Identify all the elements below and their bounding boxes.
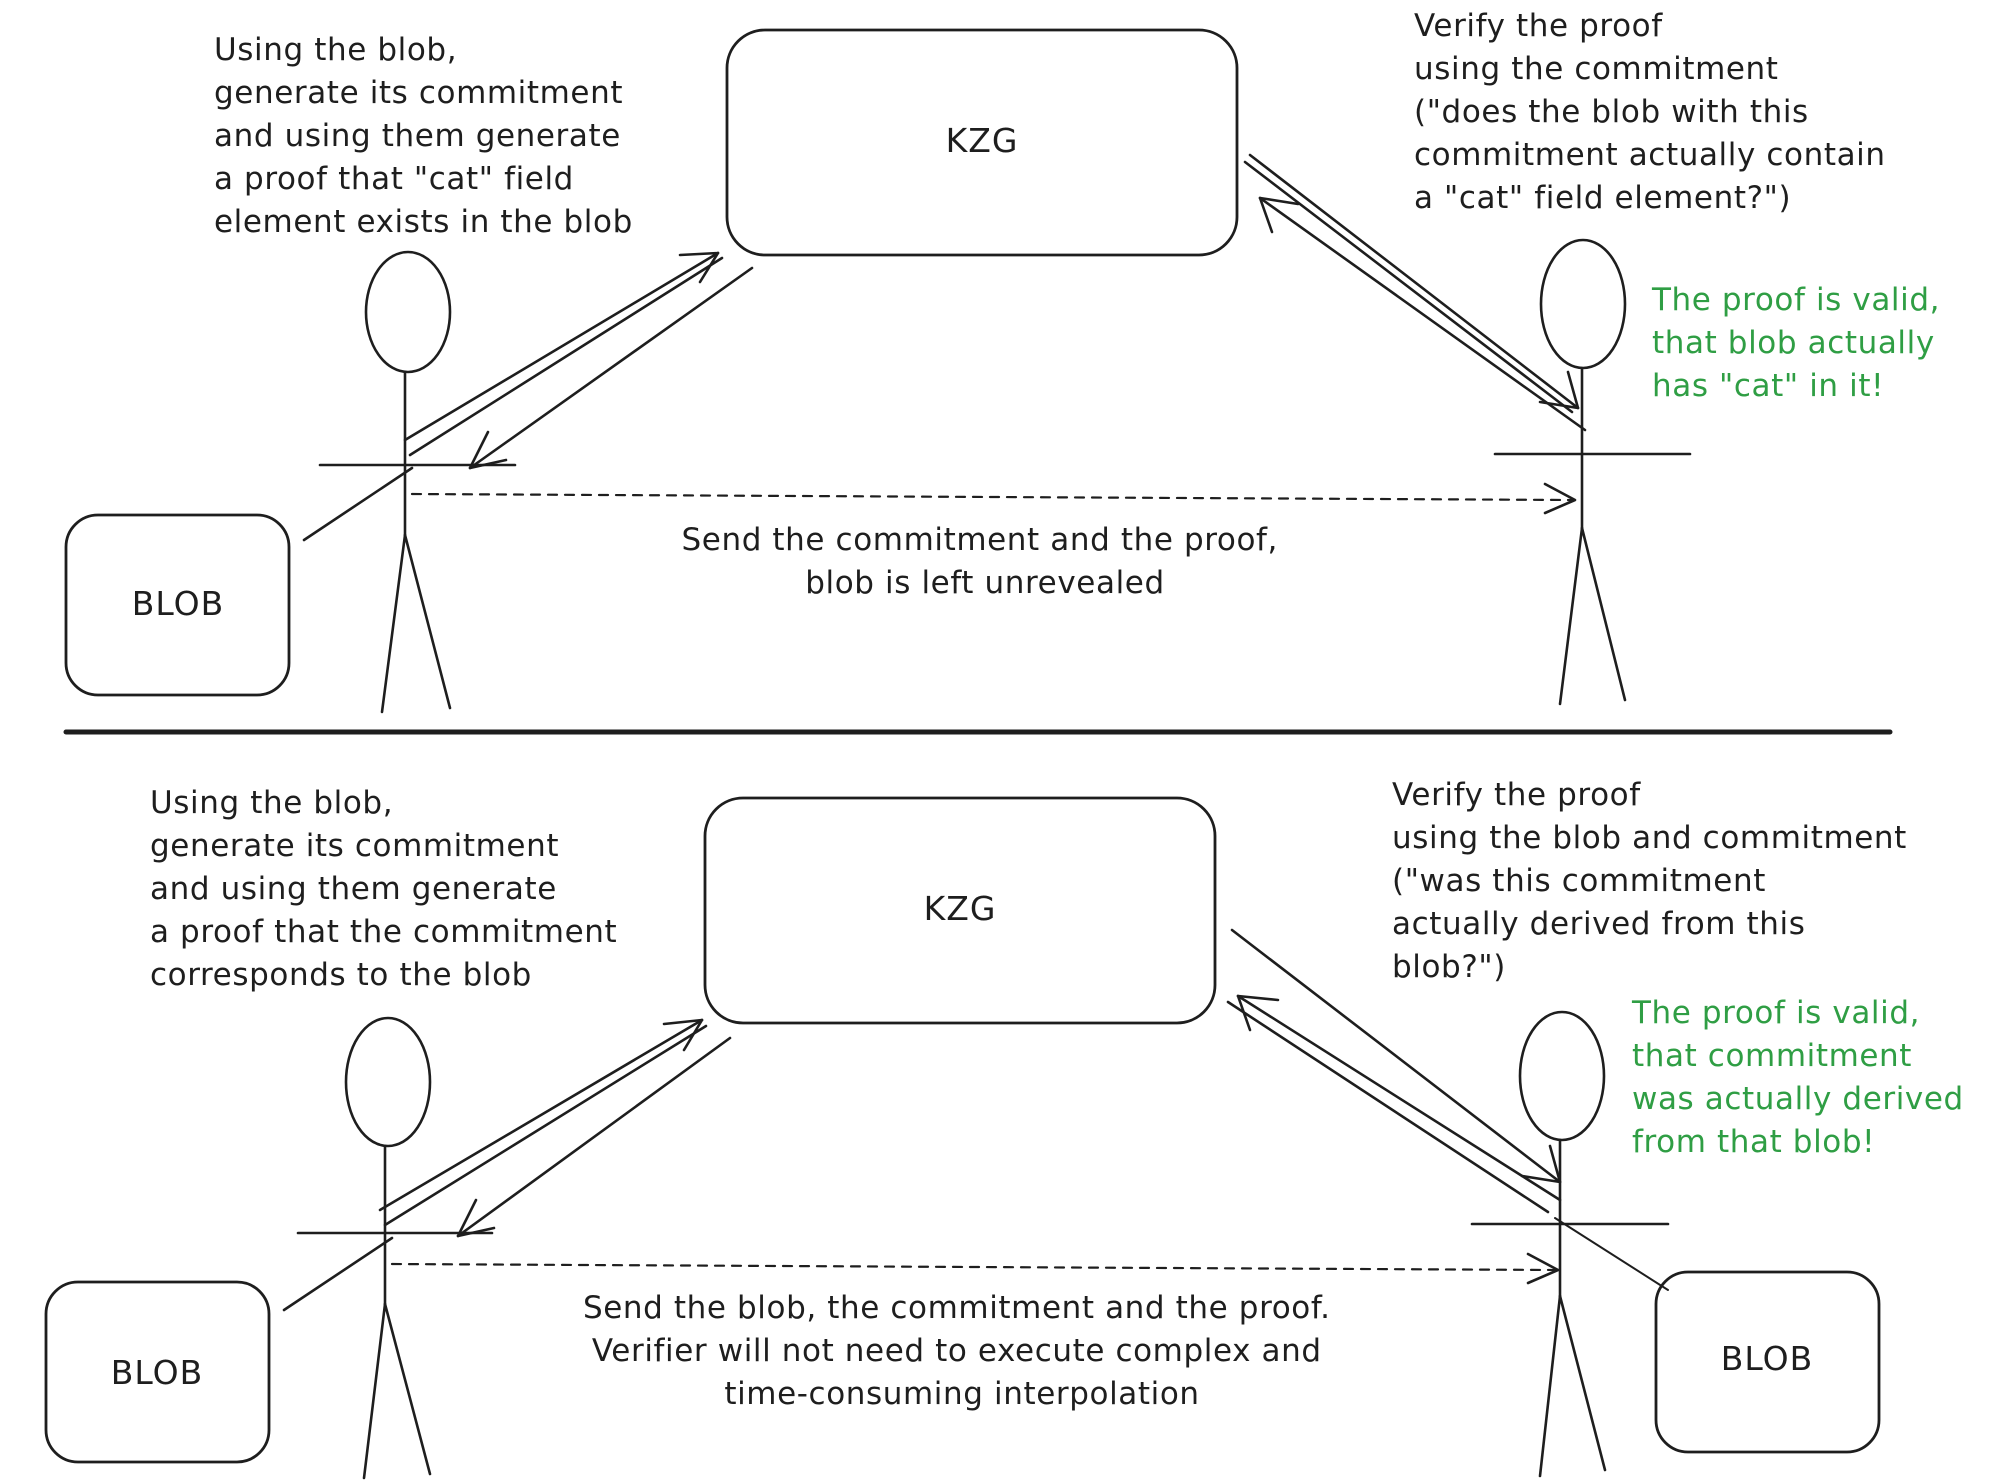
arrowhead (456, 1198, 496, 1238)
bottom-verifier-to-kzg-arrow (1226, 994, 1562, 1214)
bottom-verifier-leg-right (1558, 1294, 1607, 1472)
bottom-send-note: Send the blob, the commitment and the pr… (583, 1290, 1341, 1412)
bottom-prover-note: Using the blob, generate its commitment … (150, 785, 628, 993)
arrowhead (1520, 1144, 1562, 1184)
bottom-prover-leg-right (383, 1302, 432, 1476)
bottom-prover-blob-box (44, 1280, 271, 1464)
bottom-prover-head (344, 1016, 432, 1148)
bottom-verifier-blob-box (1654, 1270, 1881, 1454)
top-send-arrow (410, 482, 1577, 515)
top-prover-leg-left (380, 533, 407, 714)
arrowhead (1543, 482, 1577, 515)
bottom-prover-to-kzg-arrow (378, 1018, 708, 1227)
top-verifier-figure (1493, 238, 1692, 706)
bottom-blob-to-prover-line (282, 1236, 394, 1312)
bottom-section: KZG BLOB BLOB (44, 777, 1974, 1480)
top-prover-head (364, 250, 452, 374)
arrowhead (662, 1018, 704, 1052)
top-kzg-box (725, 28, 1239, 257)
top-prover-blob-box (64, 513, 291, 697)
top-verifier-head (1539, 238, 1627, 370)
bottom-prover-figure (296, 1016, 494, 1480)
bottom-prover-blob-label: BLOB (111, 1353, 203, 1392)
top-send-note: Send the commitment and the proof, blob … (682, 522, 1289, 601)
bottom-result-note: The proof is valid, that commitment was … (1631, 995, 1974, 1160)
arrowhead (1526, 1252, 1560, 1285)
bottom-kzg-to-prover-arrow (456, 1036, 732, 1238)
bottom-verifier-head (1518, 1010, 1606, 1142)
top-prover-figure (318, 250, 517, 714)
arrowhead (1258, 196, 1300, 234)
bottom-verifier-note: Verify the proof using the blob and comm… (1392, 777, 1917, 985)
bottom-send-arrow (390, 1252, 1560, 1285)
top-prover-blob-label: BLOB (132, 584, 224, 623)
top-prover-note: Using the blob, generate its commitment … (214, 32, 634, 240)
top-prover-leg-right (403, 533, 452, 710)
top-verifier-note: Verify the proof using the commitment ("… (1414, 8, 1896, 216)
top-section: KZG BLOB (64, 8, 1951, 714)
top-kzg-to-prover-arrow (468, 266, 754, 470)
arrowhead (468, 430, 508, 470)
top-prover-to-kzg-arrow (403, 251, 724, 457)
bottom-verifier-to-blob-line (1554, 1217, 1669, 1291)
bottom-verifier-leg-left (1538, 1294, 1562, 1478)
top-verifier-to-kzg-arrow (1258, 196, 1587, 432)
top-kzg-to-verifier-arrow (1243, 153, 1580, 414)
top-blob-to-prover-line (302, 466, 414, 542)
arrowhead (1538, 370, 1580, 410)
top-kzg-label: KZG (946, 121, 1019, 160)
bottom-kzg-box (703, 796, 1217, 1025)
bottom-prover-leg-left (362, 1302, 387, 1480)
bottom-verifier-blob-label: BLOB (1721, 1339, 1813, 1378)
arrowhead (1236, 994, 1280, 1032)
bottom-kzg-label: KZG (924, 889, 997, 928)
bottom-verifier-figure (1470, 1010, 1670, 1478)
top-verifier-leg-left (1558, 526, 1584, 706)
top-verifier-leg-right (1580, 526, 1627, 702)
bottom-kzg-to-verifier-arrow (1230, 928, 1562, 1184)
top-result-note: The proof is valid, that blob actually h… (1651, 282, 1951, 404)
arrowhead (678, 251, 720, 284)
